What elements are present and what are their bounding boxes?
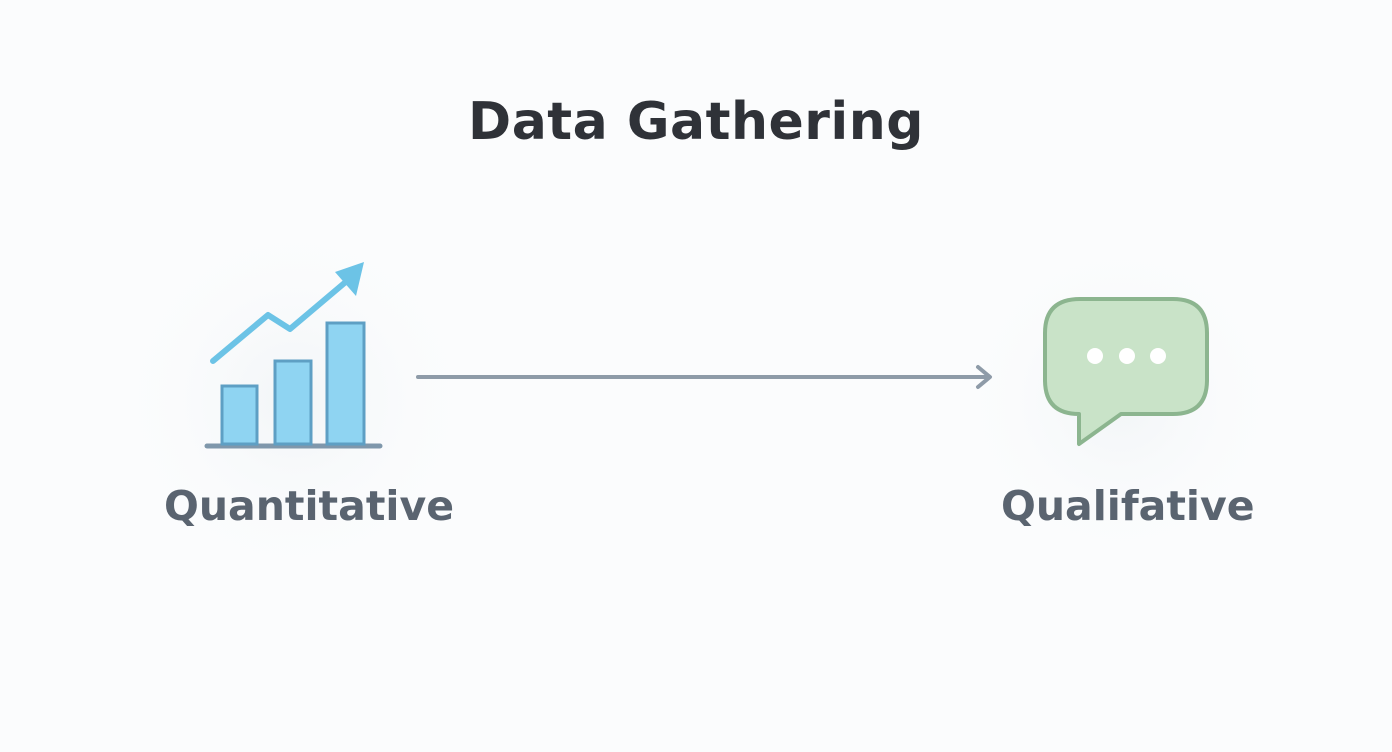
node-label-qualitative: Qualifative — [1001, 482, 1255, 530]
bubble-dot-3 — [1150, 348, 1166, 364]
speech-bubble-body — [1043, 297, 1209, 446]
chart-bar-1 — [220, 384, 259, 446]
bubble-dot-1 — [1087, 348, 1103, 364]
chart-bar-3 — [325, 321, 366, 446]
chart-bar-2 — [273, 359, 313, 446]
connector-arrowhead — [976, 365, 992, 389]
trend-arrowhead — [335, 262, 364, 296]
bubble-dot-2 — [1119, 348, 1135, 364]
node-label-quantitative: Quantitative — [164, 482, 455, 530]
bar-chart-trend-icon — [204, 262, 383, 449]
trend-line — [210, 277, 351, 364]
diagram-title: Data Gathering — [468, 92, 924, 152]
connector-arrow — [416, 365, 992, 389]
speech-bubble-icon — [1043, 297, 1209, 446]
